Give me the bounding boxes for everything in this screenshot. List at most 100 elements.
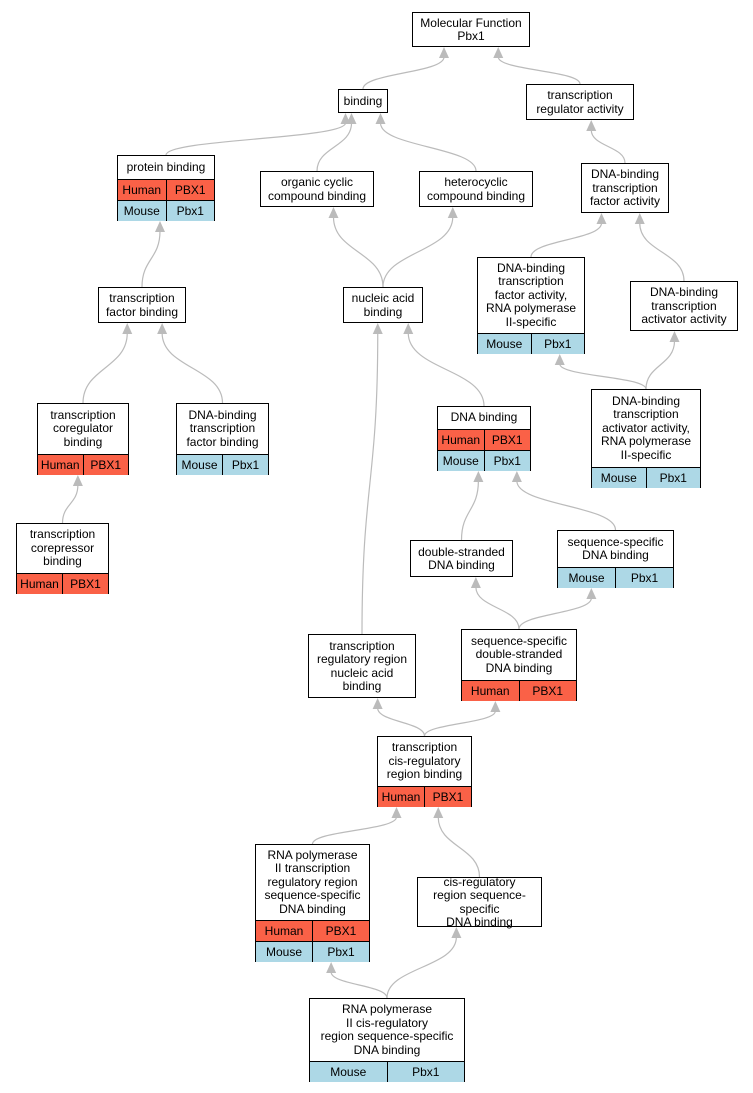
node-title-line: compound binding (267, 188, 367, 203)
node-title-line: DNA-binding (188, 407, 257, 422)
node-title-line: factor binding (186, 434, 259, 449)
gene-symbol: PBX1 (312, 921, 369, 941)
node-title-line: II-specific (620, 447, 672, 462)
node-title-line: transcription (189, 421, 256, 436)
node-title-line: transcription (651, 298, 717, 313)
go-term-node-binding[interactable]: binding (338, 89, 388, 113)
node-title-line: DNA binding (582, 548, 649, 562)
edge-crrssdb-to-tcrrb (437, 816, 481, 878)
edge-dbtaa-to-dbtfa (639, 222, 685, 282)
node-title-line: region binding (386, 767, 463, 782)
node-title-line: organic cyclic (280, 175, 353, 189)
species-name: Mouse (181, 458, 218, 472)
node-title-line: factor activity, (494, 287, 568, 302)
edge-arrowhead (669, 331, 680, 342)
edge-arrowhead (433, 807, 444, 818)
gene-symbol: PBX1 (483, 430, 531, 450)
species-name: Human (20, 577, 59, 591)
node-title-line: DNA binding (353, 1042, 421, 1057)
edge-trrnab-to-nab (361, 332, 379, 635)
gene-symbol: Pbx1 (645, 468, 701, 488)
node-title-line: region sequence-specific (433, 888, 526, 916)
species-name: Mouse (123, 204, 160, 218)
gene-symbol: PBX1 (424, 787, 471, 807)
node-title-line: heterocyclic (444, 175, 508, 189)
edge-arrowhead (391, 807, 402, 818)
species-name: Mouse (265, 945, 303, 959)
edge-binding-to-mf (362, 56, 445, 90)
node-title-line: DNA-binding (649, 285, 719, 300)
edge-occb-to-binding (316, 122, 353, 172)
node-title-line: sequence-specific (264, 888, 361, 903)
edge-tcrrb-to-ssdsdb (423, 710, 496, 737)
edge-arrowhead (451, 927, 462, 938)
node-title-line: factor binding (105, 304, 179, 319)
edge-tcrb-to-tcb (61, 484, 79, 524)
edge-dnab-to-nab (407, 332, 485, 407)
edge-arrowhead (375, 113, 386, 124)
node-title-line: Molecular Function (420, 15, 522, 30)
edge-ssdsdb-to-dsdb (475, 586, 520, 630)
node-title-line: binding (342, 679, 382, 693)
node-title-line: coregulator (52, 421, 114, 436)
species-name: Human (441, 433, 481, 447)
node-title-line: double-stranded (475, 647, 563, 662)
node-title-line: transcription (391, 740, 458, 755)
gene-symbol: PBX1 (165, 180, 215, 200)
species-name: Human (264, 924, 304, 938)
node-title-line: DNA binding (428, 558, 495, 572)
node-title-line: RNA polymerase (485, 301, 577, 316)
gene-symbol: Pbx1 (222, 455, 268, 475)
gene-symbol: PBX1 (518, 681, 577, 701)
edge-arrowhead (586, 588, 597, 599)
node-title-line: nucleic acid (351, 291, 415, 305)
node-title-line: DNA binding (485, 660, 553, 675)
node-title: DNA binding (438, 407, 530, 429)
node-title-line: corepressor (30, 540, 95, 555)
gene-symbol: PBX1 (62, 574, 108, 594)
node-title: protein binding (118, 156, 214, 179)
edge-dsdb-to-dnab (460, 480, 479, 541)
node-title-line: transcription (547, 88, 613, 102)
species-name: Human (40, 458, 80, 472)
edge-arrowhead (634, 213, 645, 224)
edge-arrowhead (586, 120, 597, 131)
